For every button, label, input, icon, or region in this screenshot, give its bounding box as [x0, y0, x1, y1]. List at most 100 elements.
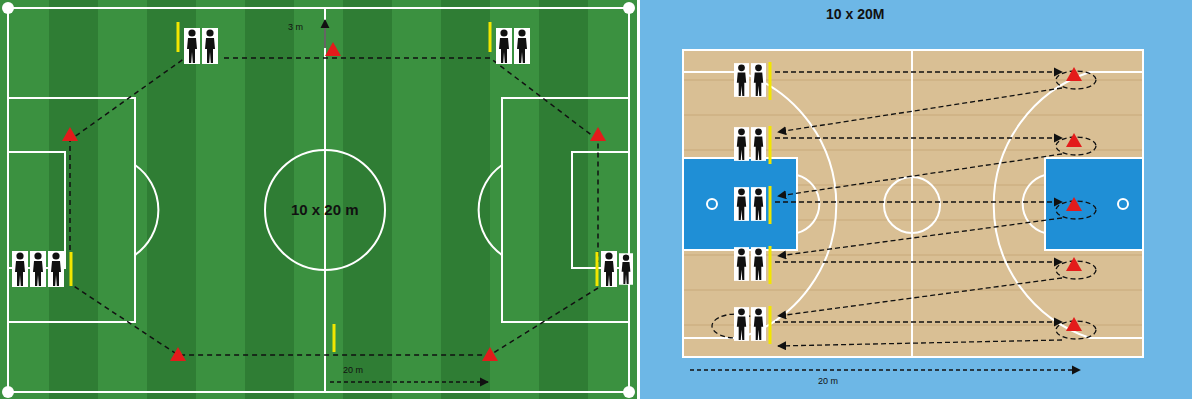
sprint-route: [775, 321, 1062, 322]
distance-arrow: [690, 369, 1080, 370]
running-route: [224, 58, 598, 262]
soccer-field: [8, 8, 629, 392]
cone: [170, 347, 186, 361]
basketball-court: [1023, 175, 1045, 233]
yellow-marker: [769, 306, 772, 344]
basketball-court: [994, 72, 1143, 338]
basketball-court: [640, 0, 1192, 399]
soccer-field: [294, 0, 343, 399]
cone: [325, 42, 341, 56]
player-figure: [751, 307, 766, 341]
running-route: [70, 58, 598, 355]
yellow-marker: [333, 324, 336, 352]
player-figure: [30, 251, 46, 287]
running-route: [72, 285, 598, 355]
basketball-court: [683, 158, 797, 250]
player-figure: [734, 307, 749, 341]
player-figure: [734, 63, 766, 341]
soccer-field: [265, 150, 385, 270]
yellow-marker: [769, 246, 772, 284]
sprint-route: [775, 261, 1062, 262]
player-figure: [514, 28, 530, 64]
sprint-route: [775, 137, 1062, 138]
distance-arrow: [324, 20, 325, 48]
player-figure: [734, 63, 749, 97]
yellow-marker: [489, 22, 492, 52]
cone: [1066, 133, 1082, 147]
running-route: [70, 58, 185, 250]
player-figure: [751, 127, 766, 161]
soccer-field: [0, 0, 637, 399]
soccer-field: [623, 2, 635, 14]
soccer-field: [8, 152, 65, 268]
court-size-label: 10 x 20M: [826, 6, 884, 23]
cone: [1066, 67, 1082, 331]
cone: [62, 42, 606, 361]
basketball-court: [884, 177, 940, 233]
yellow-marker: [70, 252, 73, 286]
soccer-field: [623, 386, 635, 398]
soccer-field: [98, 0, 147, 399]
basketball-court: [1045, 158, 1143, 250]
yellow-marker: [769, 62, 772, 100]
distance-label: 3 m: [288, 22, 303, 33]
soccer-field: [196, 0, 245, 399]
player-figure: [12, 28, 633, 287]
basketball-court: [683, 50, 1143, 357]
distance-label: 20 m: [343, 365, 363, 376]
basketball-court: [911, 50, 913, 357]
basketball-court: [683, 158, 797, 250]
yellow-marker: [769, 126, 772, 164]
cone: [62, 127, 78, 141]
cone: [482, 347, 498, 361]
player-figure: [734, 187, 749, 221]
field-size-label: 10 x 20 m: [291, 201, 359, 219]
player-figure: [619, 253, 633, 285]
player-figure: [734, 247, 749, 281]
basketball-court: [797, 175, 819, 233]
player-figure: [751, 247, 766, 281]
sprint-route: [775, 201, 1062, 202]
yellow-marker: [71, 22, 597, 352]
player-figure: [751, 187, 766, 221]
yellow-marker: [769, 62, 772, 344]
player-figure: [184, 28, 200, 64]
distance-arrow: [330, 381, 488, 382]
player-figure: [48, 251, 64, 287]
soccer-field: [8, 98, 135, 322]
basketball-court: [683, 50, 1143, 357]
player-figure: [12, 251, 28, 287]
soccer-field: [0, 0, 637, 399]
basketball-court: [683, 50, 1143, 357]
basketball-court: [1118, 199, 1128, 209]
cone: [590, 127, 606, 141]
cone: [1066, 67, 1082, 81]
cone: [1066, 257, 1082, 271]
distance-arrow: [690, 369, 1080, 370]
soccer-field: [502, 98, 629, 322]
soccer-field: [572, 152, 629, 268]
basketball-court: [707, 199, 717, 209]
yellow-marker: [177, 22, 180, 52]
player-figure: [734, 127, 749, 161]
sprint-route: [778, 88, 1062, 132]
basketball-court: [1045, 158, 1143, 250]
basketball-court: [683, 72, 836, 338]
basketball-court: [640, 0, 1192, 399]
sprint-route: [778, 278, 1062, 316]
soccer-field: [2, 2, 14, 14]
cone: [1066, 197, 1082, 211]
soccer-field: [8, 8, 629, 392]
sprint-route: [778, 154, 1062, 196]
sprint-route: [778, 218, 1062, 256]
sprint-route: [712, 71, 1096, 346]
player-figure: [202, 28, 218, 64]
yellow-marker: [596, 252, 599, 286]
player-figure: [601, 251, 617, 287]
soccer-field: [479, 165, 502, 255]
cone: [1066, 317, 1082, 331]
soccer-field: [324, 8, 326, 392]
sprint-route: [775, 71, 1062, 72]
soccer-field: [2, 386, 14, 398]
